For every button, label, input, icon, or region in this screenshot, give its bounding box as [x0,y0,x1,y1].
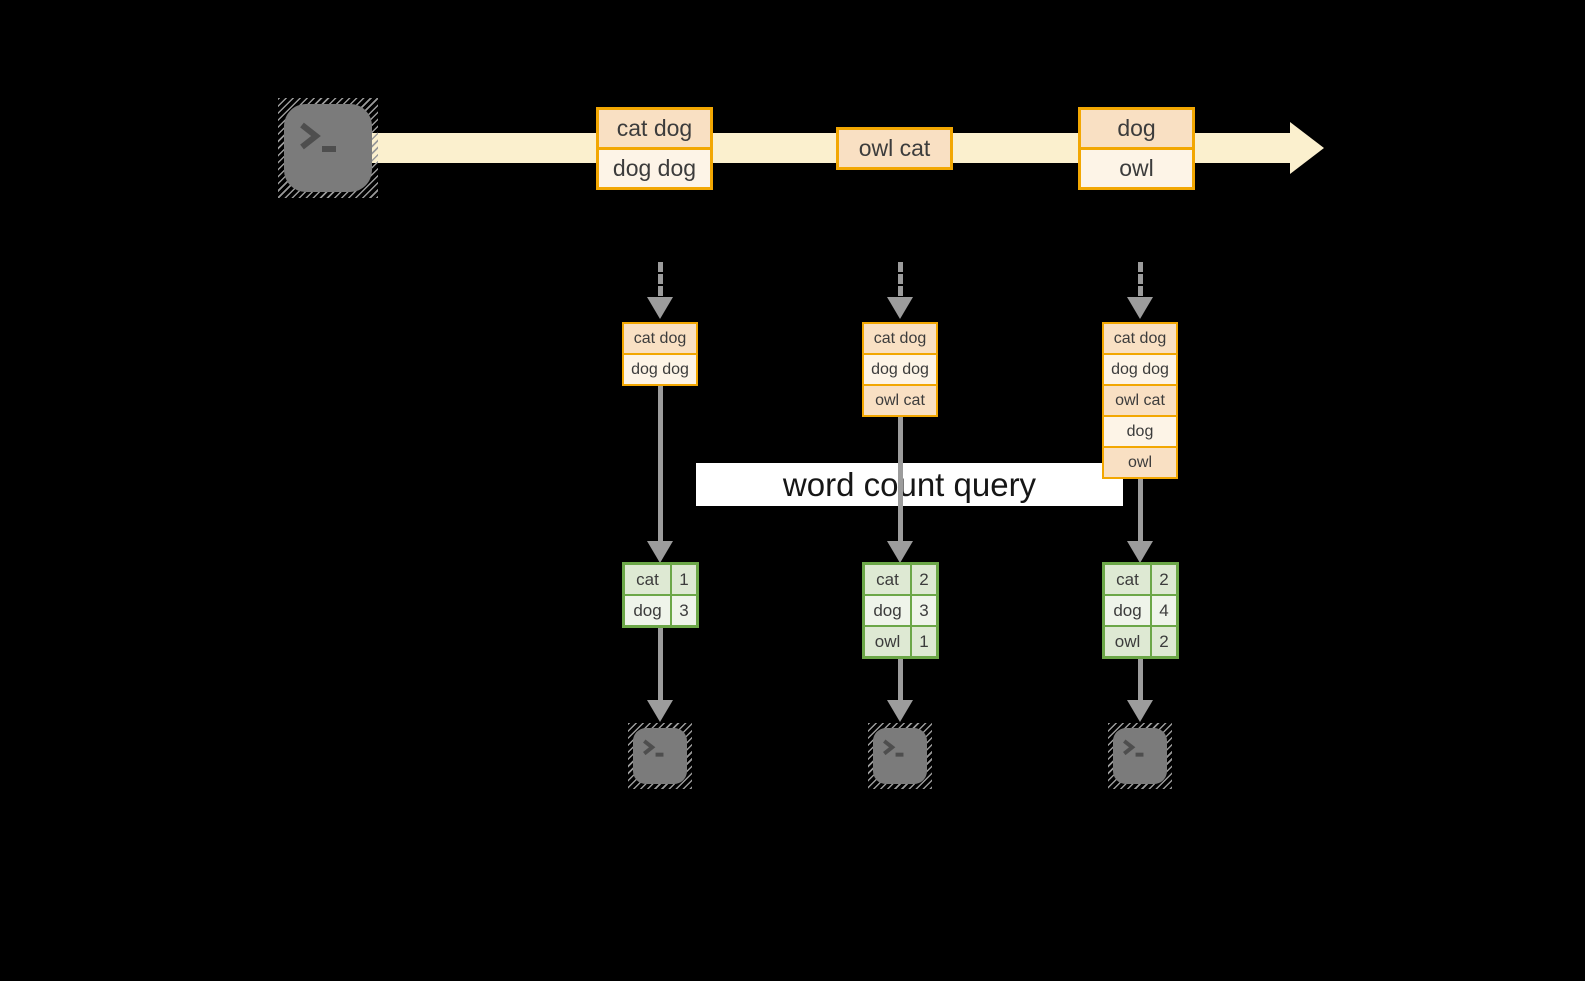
arrow-down-icon [647,541,673,563]
word-cell: dog [865,596,910,625]
stream-event-line: owl cat [839,130,950,167]
word-cell: cat [1105,565,1150,594]
terminal-prompt-icon [300,122,336,152]
word-cell: owl [1105,627,1150,656]
terminal-prompt-icon [643,739,664,757]
dashed-arrow-line [898,262,903,296]
word-cell: owl [865,627,910,656]
source-terminal [278,98,378,198]
arrow-down-icon [647,297,673,319]
count-cell: 4 [1152,596,1176,625]
flow-line [658,628,663,700]
terminal-icon [633,728,687,784]
sink-terminal-1 [628,723,692,789]
stream-event-batch-1: cat dog dog dog [596,107,713,190]
count-cell: 2 [912,565,936,594]
terminal-icon [1113,728,1167,784]
flow-line [658,386,663,542]
query-label: word count query [782,465,1037,503]
buffer-line: cat dog [1104,324,1176,353]
buffer-line: cat dog [864,324,936,353]
stream-event-line: dog dog [599,147,710,187]
buffer-line: owl cat [1104,384,1176,415]
arrow-down-icon [887,541,913,563]
dashed-arrow-line [658,262,663,296]
stream-event-line: owl [1081,147,1192,187]
count-table-3: cat 2 dog 4 owl 2 [1102,562,1179,659]
word-cell: dog [625,596,670,625]
stream-event-batch-3: dog owl [1078,107,1195,190]
buffer-line: dog [1104,415,1176,446]
buffer-line: dog dog [864,353,936,384]
terminal-icon [873,728,927,784]
flow-line [898,417,903,542]
word-cell: dog [1105,596,1150,625]
buffer-line: owl [1104,446,1176,477]
word-cell: cat [865,565,910,594]
buffer-line: dog dog [1104,353,1176,384]
arrow-down-icon [1127,700,1153,722]
count-cell: 2 [1152,565,1176,594]
sink-terminal-3 [1108,723,1172,789]
arrow-down-icon [1127,297,1153,319]
input-buffer-3: cat dog dog dog owl cat dog owl [1102,322,1178,479]
terminal-icon [284,104,372,192]
terminal-prompt-icon [883,739,904,757]
count-cell: 1 [912,627,936,656]
stream-event-line: dog [1081,110,1192,147]
arrow-down-icon [647,700,673,722]
arrow-down-icon [1127,541,1153,563]
count-table-2: cat 2 dog 3 owl 1 [862,562,939,659]
stream-event-line: cat dog [599,110,710,147]
count-table-1: cat 1 dog 3 [622,562,699,628]
count-cell: 2 [1152,627,1176,656]
stream-arrow-right-icon [1290,122,1324,174]
flow-line [898,659,903,700]
dashed-arrow-line [1138,262,1143,296]
word-cell: cat [625,565,670,594]
count-cell: 3 [672,596,696,625]
buffer-line: dog dog [624,353,696,384]
count-cell: 1 [672,565,696,594]
query-label-band: word count query [696,463,1123,506]
buffer-line: cat dog [624,324,696,353]
buffer-line: owl cat [864,384,936,415]
sink-terminal-2 [868,723,932,789]
input-buffer-2: cat dog dog dog owl cat [862,322,938,417]
stream-event-batch-2: owl cat [836,127,953,170]
terminal-prompt-icon [1123,739,1144,757]
flow-line [1138,659,1143,700]
arrow-down-icon [887,700,913,722]
flow-line [1138,479,1143,542]
arrow-down-icon [887,297,913,319]
input-buffer-1: cat dog dog dog [622,322,698,386]
count-cell: 3 [912,596,936,625]
